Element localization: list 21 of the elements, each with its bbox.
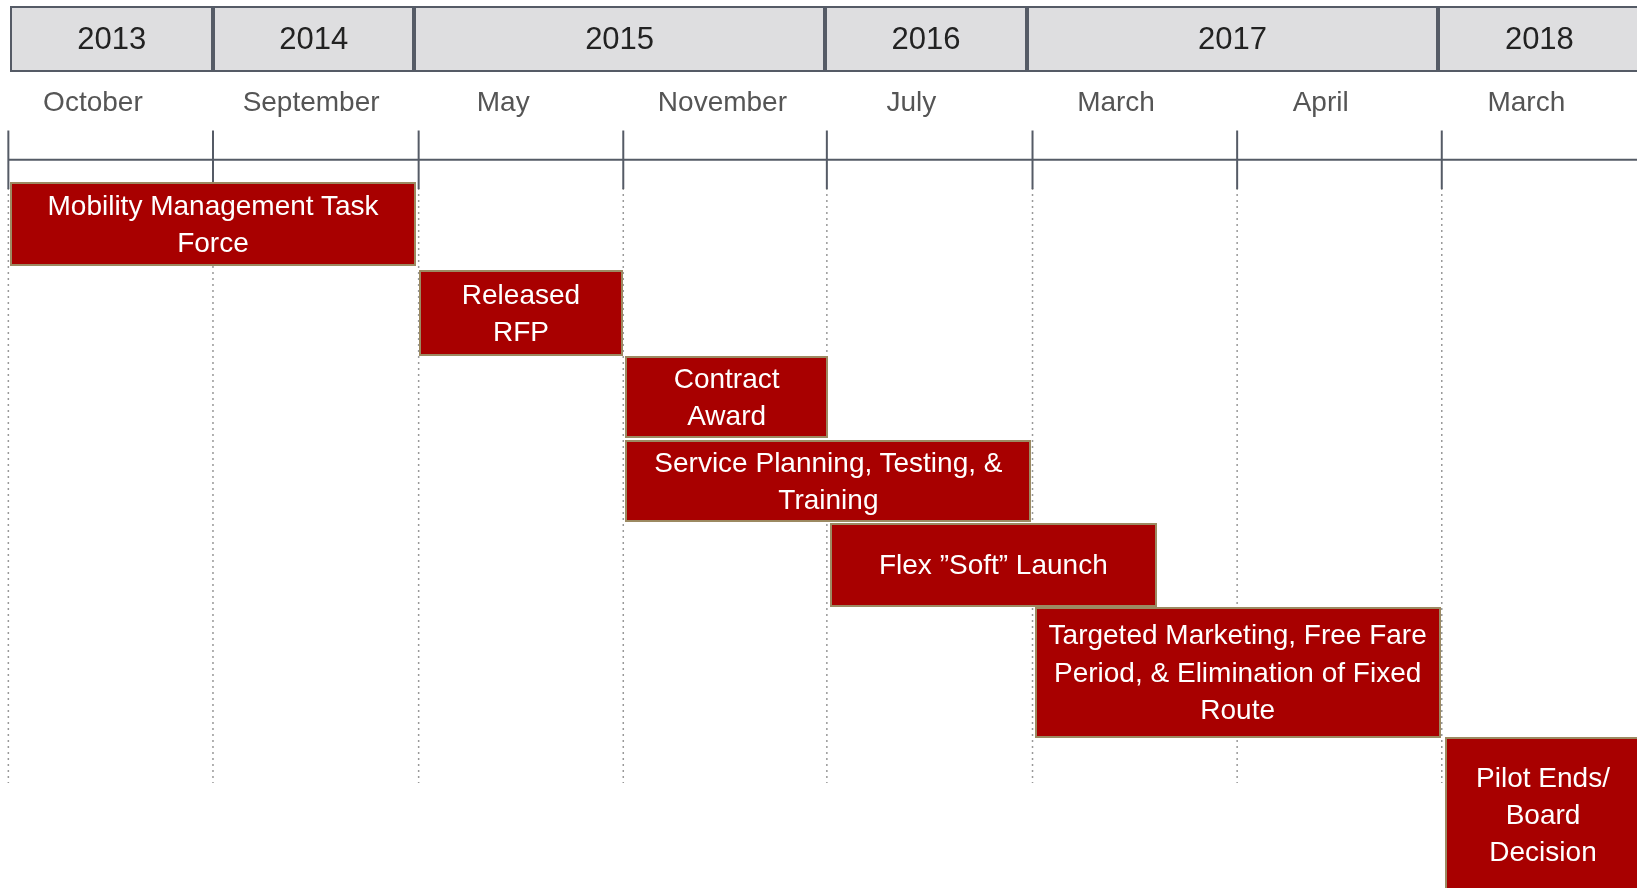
task-bar: Flex ”Soft” Launch bbox=[829, 523, 1157, 607]
task-bar: Pilot Ends/ Board Decision bbox=[1444, 737, 1637, 888]
task-bar: Mobility Management Task Force bbox=[10, 181, 416, 267]
month-label: July bbox=[886, 85, 937, 118]
task-bar: Service Planning, Testing, & Training bbox=[625, 439, 1032, 522]
year-header: 2014 bbox=[212, 6, 415, 72]
task-bar: Released RFP bbox=[418, 270, 624, 356]
task-bar: Targeted Marketing, Free Fare Period, & Elimination of Fixed Route bbox=[1034, 606, 1441, 739]
month-label: October bbox=[43, 85, 143, 118]
year-header: 2016 bbox=[824, 6, 1028, 72]
year-header: 2013 bbox=[10, 6, 213, 72]
month-label: May bbox=[476, 85, 530, 118]
year-header: 2017 bbox=[1027, 6, 1438, 72]
month-label: March bbox=[1077, 85, 1155, 118]
month-label: April bbox=[1292, 85, 1349, 118]
month-label: November bbox=[657, 85, 787, 118]
year-header: 2015 bbox=[414, 6, 825, 72]
task-bar: Contract Award bbox=[625, 356, 828, 439]
month-label: March bbox=[1487, 85, 1566, 118]
year-header: 2018 bbox=[1437, 6, 1637, 72]
month-label: September bbox=[242, 85, 380, 118]
